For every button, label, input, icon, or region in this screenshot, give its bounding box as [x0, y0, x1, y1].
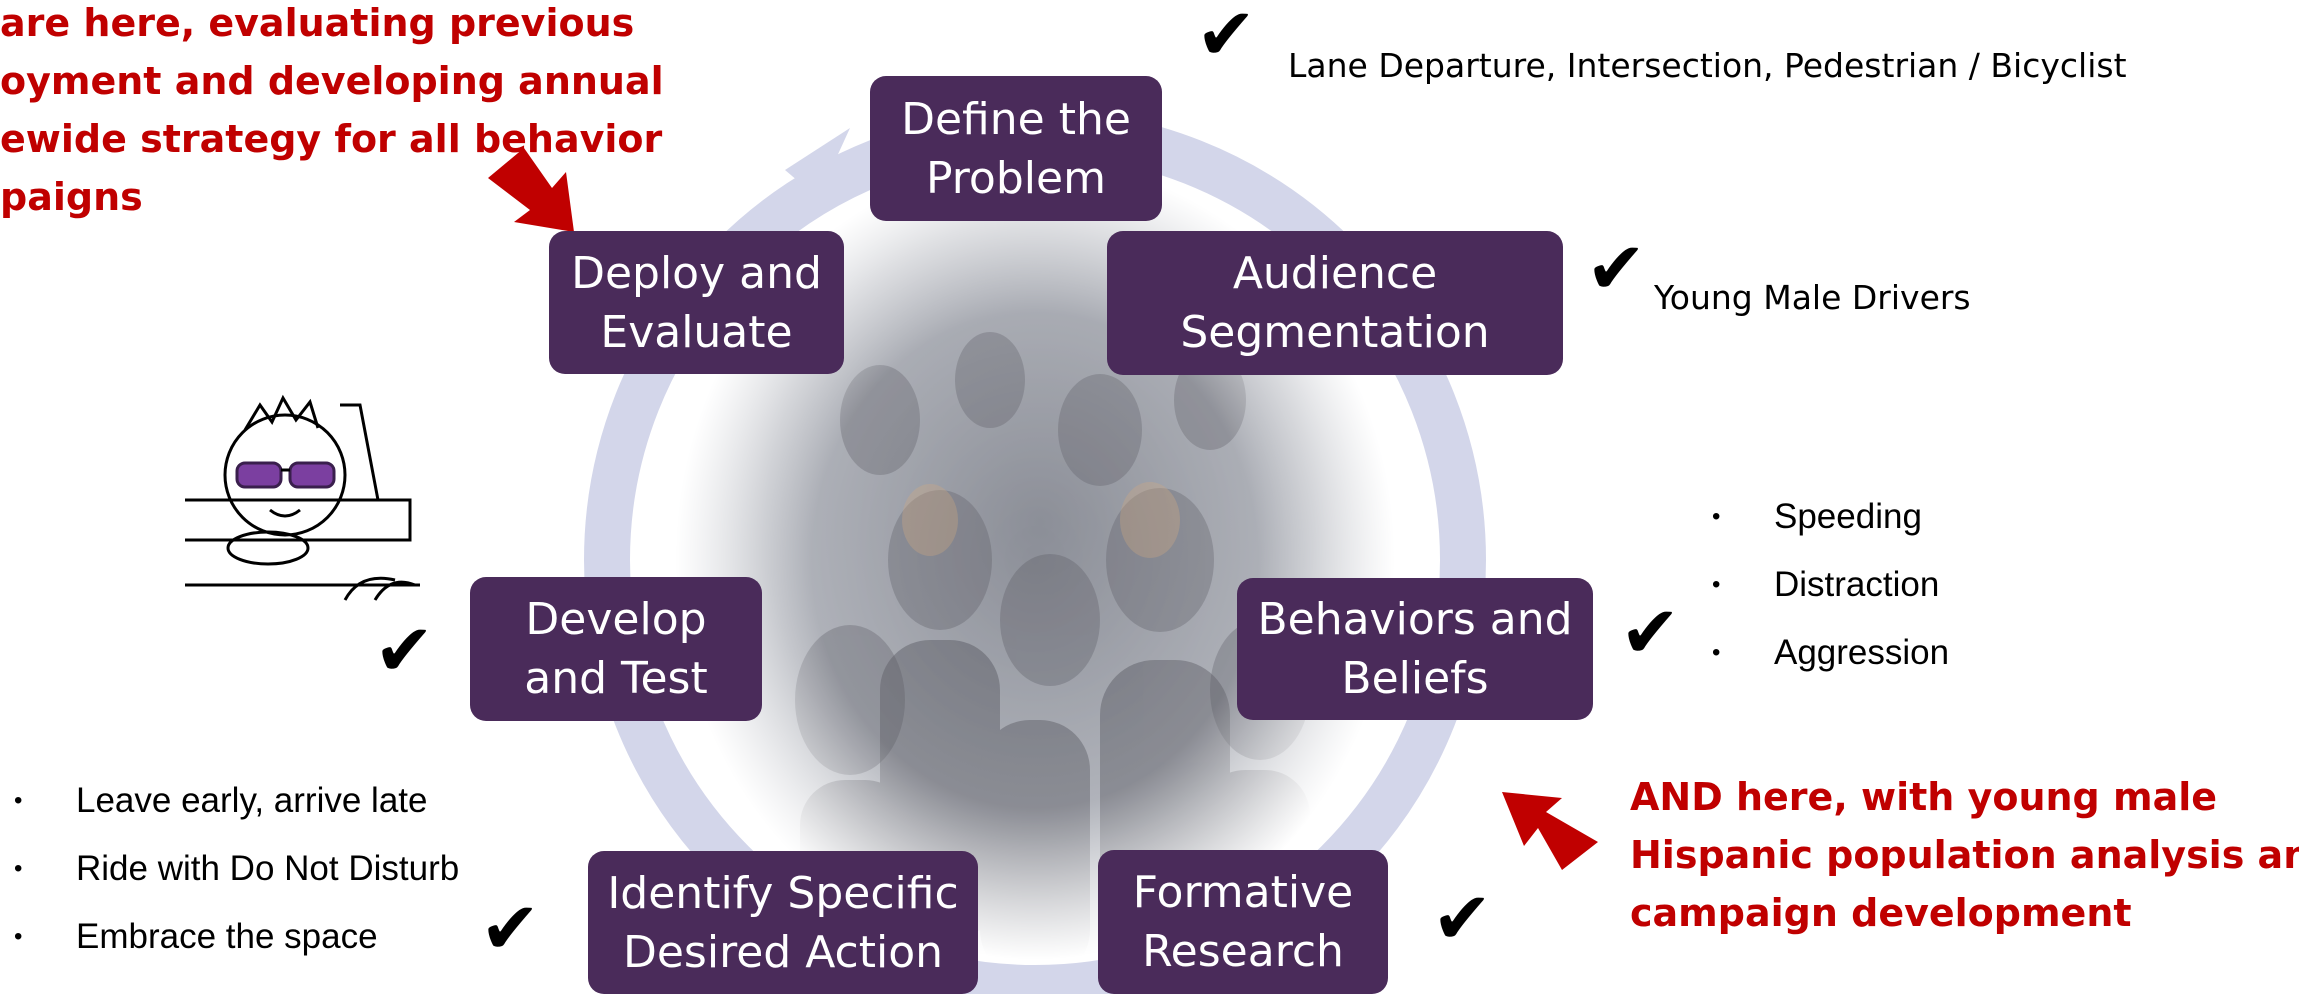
- checkmark-icon: ✔: [480, 886, 541, 970]
- stage-identify-specific-desired-action: Identify Specific Desired Action: [588, 851, 978, 994]
- stage-label-line-1: Define the: [901, 93, 1131, 145]
- stage-define-the-problem: Define the Problem: [870, 76, 1162, 221]
- stage-label-line-2: Evaluate: [600, 306, 793, 358]
- callout-line: ewide strategy for all behavior: [0, 117, 663, 161]
- stage-label-line-1: Identify Specific: [607, 867, 959, 919]
- callout-bottom-right: AND here, with young male Hispanic popul…: [1630, 768, 2299, 942]
- stage-label-line-1: Behaviors and: [1257, 594, 1573, 645]
- stage-label-line-2: Segmentation: [1180, 307, 1490, 358]
- stage-develop-and-test: Develop and Test: [470, 577, 762, 721]
- stage-audience-segmentation: Audience Segmentation: [1107, 231, 1563, 375]
- list-item: Embrace the space: [14, 916, 459, 984]
- list-item: Aggression: [1712, 632, 1949, 700]
- callout-line: campaign development: [1630, 891, 2132, 935]
- callout-top-left: are here, evaluating previous oyment and…: [0, 0, 664, 226]
- stage-label-line-2: Research: [1142, 926, 1344, 977]
- behaviors-list: Speeding Distraction Aggression: [1712, 496, 1949, 700]
- stage-label-line-2: Problem: [926, 152, 1106, 204]
- red-arrow-icon: [488, 148, 574, 232]
- callout-line: are here, evaluating previous: [0, 1, 635, 45]
- driver-with-sunglasses-illustration: [185, 394, 420, 601]
- stage-label-line-1: Audience: [1232, 248, 1438, 299]
- stage-label-line-2: Desired Action: [622, 926, 943, 978]
- problem-areas-text: Lane Departure, Intersection, Pedestrian…: [1288, 46, 2127, 85]
- stage-label-line-1: Develop: [525, 594, 707, 645]
- checkmark-icon: ✔: [1432, 876, 1493, 960]
- stage-deploy-and-evaluate: Deploy and Evaluate: [549, 231, 844, 374]
- checkmark-icon: ✔: [1196, 0, 1257, 76]
- list-item: Distraction: [1712, 564, 1949, 632]
- audience-text: Young Male Drivers: [1654, 278, 1971, 317]
- stage-behaviors-and-beliefs: Behaviors and Beliefs: [1237, 578, 1593, 720]
- list-item: Leave early, arrive late: [14, 780, 459, 848]
- list-item: Speeding: [1712, 496, 1949, 564]
- callout-line: paigns: [0, 175, 143, 219]
- stage-label-line-2: Beliefs: [1341, 653, 1489, 704]
- stage-label-line-1: Formative: [1132, 867, 1354, 918]
- checkmark-icon: ✔: [1586, 226, 1647, 310]
- stage-label-line-2: and Test: [524, 653, 708, 704]
- callout-line: Hispanic population analysis and: [1630, 833, 2299, 877]
- list-item: Ride with Do Not Disturb: [14, 848, 459, 916]
- checkmark-icon: ✔: [1620, 590, 1681, 674]
- callout-line: oyment and developing annual: [0, 59, 664, 103]
- stage-label-line-1: Deploy and: [571, 247, 822, 299]
- desired-actions-list: Leave early, arrive late Ride with Do No…: [14, 780, 459, 984]
- red-arrow-icon: [1502, 792, 1598, 870]
- callout-line: AND here, with young male: [1630, 775, 2218, 819]
- stage-formative-research: Formative Research: [1098, 850, 1388, 994]
- checkmark-icon: ✔: [374, 608, 435, 692]
